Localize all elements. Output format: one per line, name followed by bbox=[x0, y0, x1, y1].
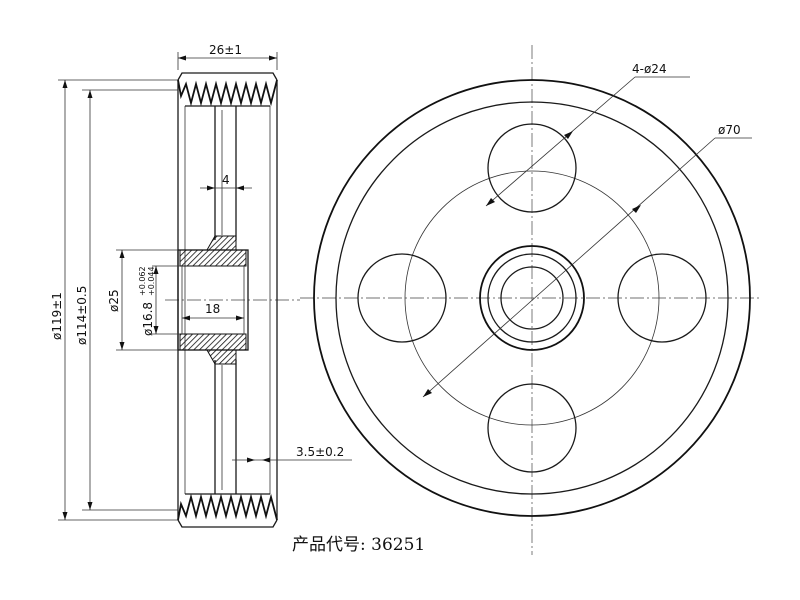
inner-rim-circle bbox=[335, 101, 729, 495]
arrow-hub-t bbox=[119, 250, 125, 258]
arrow-wall-l bbox=[247, 457, 255, 463]
product-code-caption: 产品代号: 36251 bbox=[292, 530, 425, 555]
pitch-circle bbox=[404, 170, 660, 426]
arrow-len-l bbox=[182, 315, 190, 321]
wall-thickness-dimension: 3.5±0.2 bbox=[296, 445, 344, 459]
arrow-od-t bbox=[62, 80, 68, 88]
outer-rim-circle bbox=[313, 79, 751, 517]
bottom-rim-edge bbox=[177, 519, 278, 528]
arrow-gd-b bbox=[87, 502, 93, 510]
arrow-pcd-2 bbox=[632, 205, 641, 213]
holes-leader-line bbox=[485, 76, 636, 207]
arrow-pcd-1 bbox=[423, 389, 432, 397]
pcd-leader-line bbox=[422, 137, 716, 398]
product-code-label: 产品代号: bbox=[292, 535, 366, 555]
arrow-wall-r bbox=[262, 457, 270, 463]
arrow-holes-1 bbox=[486, 198, 495, 206]
arrow-holes-2 bbox=[564, 131, 573, 139]
hole-bottom bbox=[487, 383, 577, 473]
bottom-v-grooves bbox=[177, 493, 278, 521]
hole-right bbox=[617, 253, 707, 343]
holes-dimension: 4-ø24 bbox=[632, 62, 667, 76]
hole-top bbox=[487, 123, 577, 213]
arrow-web-r bbox=[236, 185, 244, 191]
outer-diameter-dimension: ø119±1 bbox=[50, 292, 64, 340]
bore-tolerance-lower: +0.044 bbox=[147, 266, 156, 296]
web-hatch-top bbox=[206, 235, 237, 251]
hub-diameter-dimension: ø25 bbox=[107, 289, 121, 312]
hub-hatch-bottom bbox=[179, 333, 247, 351]
pitch-circle-dimension: ø70 bbox=[718, 123, 741, 137]
front-view: 4-ø24 ø70 bbox=[300, 45, 762, 555]
hole-left bbox=[357, 253, 447, 343]
bore-circle bbox=[500, 266, 564, 330]
hub-ring-circle bbox=[487, 253, 577, 343]
hub-length-dimension: 18 bbox=[205, 302, 220, 316]
arrow-len-r bbox=[236, 315, 244, 321]
arrow-bore-b bbox=[153, 326, 159, 334]
hub-hatch-top bbox=[179, 249, 247, 267]
bore-diameter-dimension: ø16.8 bbox=[141, 302, 155, 336]
arrow-width-l bbox=[178, 55, 186, 61]
top-v-grooves bbox=[177, 79, 278, 107]
arrow-width-r bbox=[269, 55, 277, 61]
hub-outer-circle bbox=[479, 245, 585, 351]
groove-diameter-dimension: ø114±0.5 bbox=[75, 286, 89, 345]
web-hatch-bottom bbox=[206, 349, 237, 365]
bore-tolerance-upper: +0.062 bbox=[138, 266, 147, 296]
arrow-gd-t bbox=[87, 90, 93, 98]
product-code-value: 36251 bbox=[371, 535, 426, 555]
side-view: 26±1 ø119±1 ø114±0.5 ø25 ø16.8 +0.062 +0… bbox=[50, 43, 352, 528]
arrow-web-l bbox=[207, 185, 215, 191]
web-thickness-dimension: 4 bbox=[222, 173, 230, 187]
top-rim-edge bbox=[177, 72, 278, 81]
arrow-od-b bbox=[62, 512, 68, 520]
arrow-bore-t bbox=[153, 266, 159, 274]
width-dimension: 26±1 bbox=[209, 43, 242, 57]
arrow-hub-b bbox=[119, 342, 125, 350]
